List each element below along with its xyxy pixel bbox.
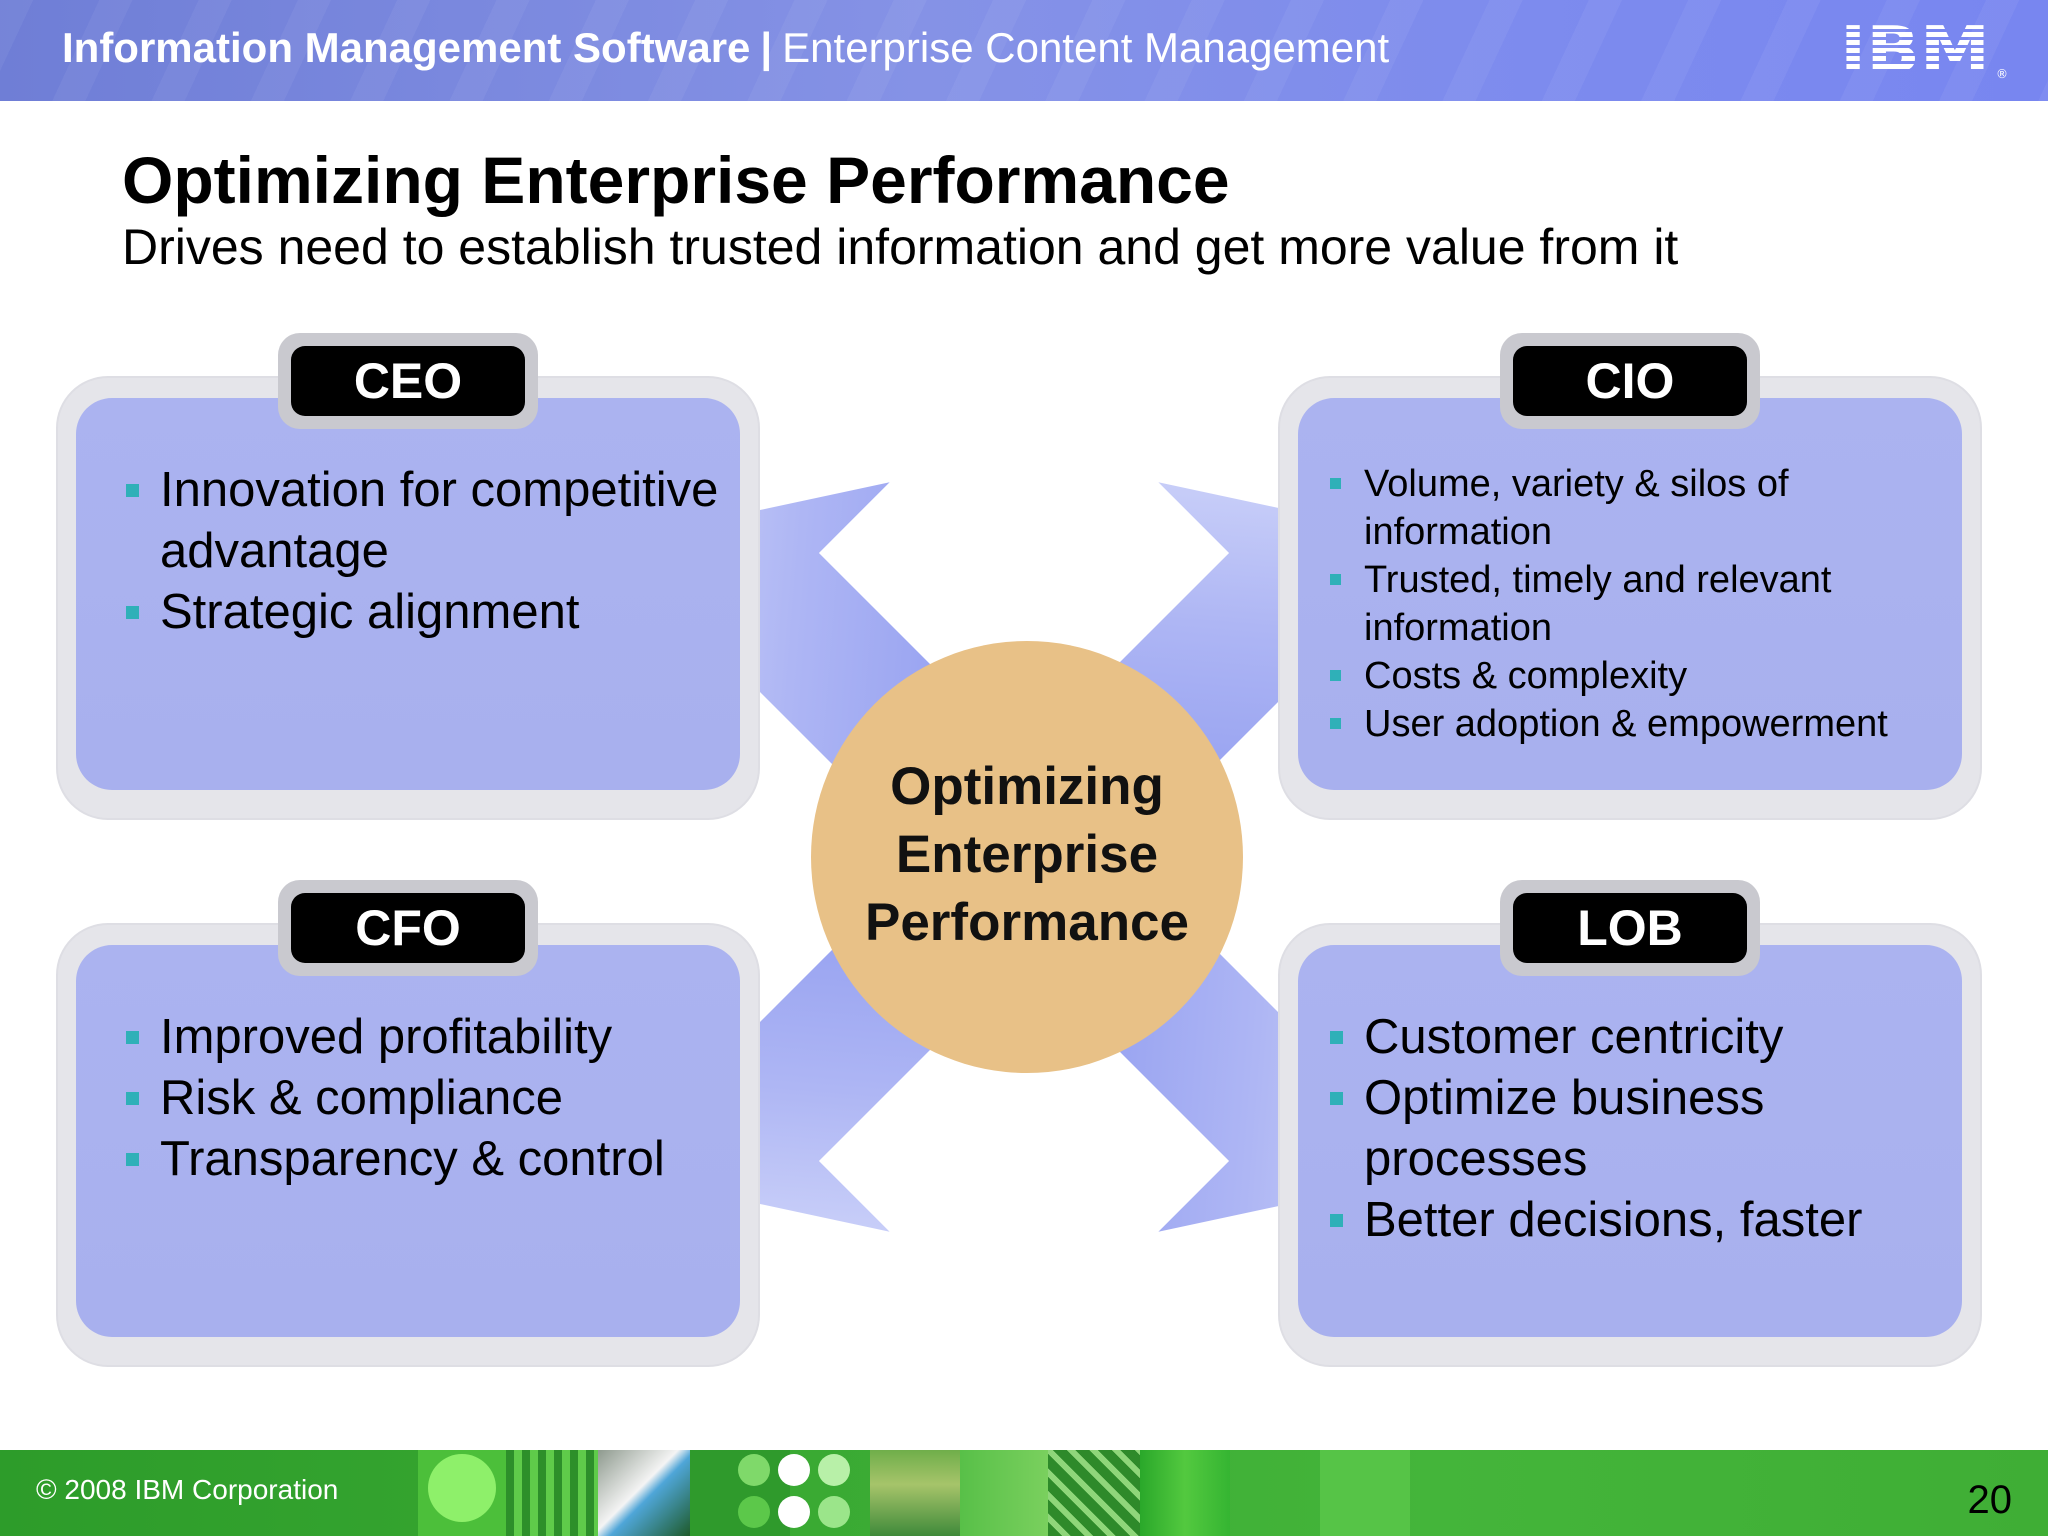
cio-item-4: User adoption & empowerment	[1364, 703, 1888, 745]
footer-image-strip	[1048, 1450, 1140, 1536]
cio-item-2: Trusted, timely and relevant information	[1364, 559, 1832, 649]
bullet-square-icon	[1330, 1214, 1343, 1227]
hub-line-2: Enterprise	[895, 825, 1159, 884]
header-section: Enterprise Content Management	[782, 24, 1390, 71]
list-item: Innovation for competitive advantage	[126, 460, 726, 582]
lob-bullet-list: Customer centricity Optimize business pr…	[1330, 1007, 1950, 1251]
lob-panel-body: Customer centricity Optimize business pr…	[1298, 945, 1962, 1337]
page-title: Optimizing Enterprise Performance	[122, 143, 1230, 217]
cfo-panel: Improved profitability Risk & compliance…	[58, 925, 758, 1365]
ceo-panel-body: Innovation for competitive advantage Str…	[76, 398, 740, 790]
lob-item-2: Optimize business processes	[1364, 1071, 1765, 1186]
lob-item-3: Better decisions, faster	[1364, 1193, 1863, 1247]
bullet-square-icon	[1330, 574, 1341, 585]
cio-label: CIO	[1513, 346, 1747, 416]
bullet-square-icon	[126, 1153, 139, 1166]
header-title: Information Management Software|Enterpri…	[62, 24, 1389, 72]
ceo-item-1: Innovation for competitive advantage	[160, 463, 719, 578]
footer-image-strip	[1140, 1450, 1230, 1536]
list-item: Optimize business processes	[1330, 1068, 1950, 1190]
hub-line-1: Optimizing	[890, 757, 1164, 816]
list-item: Improved profitability	[126, 1007, 726, 1068]
cio-bullet-list: Volume, variety & silos of information T…	[1330, 460, 1950, 748]
bullet-square-icon	[1330, 1031, 1343, 1044]
list-item: Trusted, timely and relevant information	[1330, 556, 1950, 652]
footer-image-strip	[598, 1450, 690, 1536]
lob-label: LOB	[1513, 893, 1747, 963]
list-item: Costs & complexity	[1330, 652, 1950, 700]
bullet-square-icon	[126, 606, 139, 619]
cio-panel-body: Volume, variety & silos of information T…	[1298, 398, 1962, 790]
bullet-square-icon	[1330, 670, 1341, 681]
header-product: Information Management Software	[62, 24, 751, 71]
footer-copyright: © 2008 IBM Corporation	[36, 1474, 339, 1505]
bullet-square-icon	[1330, 1092, 1343, 1105]
bullet-square-icon	[126, 484, 139, 497]
list-item: User adoption & empowerment	[1330, 700, 1950, 748]
cfo-tab: CFO	[278, 880, 538, 976]
bullet-square-icon	[126, 1031, 139, 1044]
cfo-item-1: Improved profitability	[160, 1010, 613, 1064]
lob-panel: Customer centricity Optimize business pr…	[1280, 925, 1980, 1365]
ibm-logo: IBM ®	[1840, 16, 2008, 82]
lob-item-1: Customer centricity	[1364, 1010, 1784, 1064]
cio-tab: CIO	[1500, 333, 1760, 429]
ceo-panel: Innovation for competitive advantage Str…	[58, 378, 758, 818]
bullet-square-icon	[1330, 718, 1341, 729]
cfo-bullet-list: Improved profitability Risk & compliance…	[126, 1007, 726, 1190]
bullet-square-icon	[1330, 478, 1341, 489]
ceo-bullet-list: Innovation for competitive advantage Str…	[126, 460, 726, 643]
ceo-label: CEO	[291, 346, 525, 416]
list-item: Volume, variety & silos of information	[1330, 460, 1950, 556]
list-item: Transparency & control	[126, 1129, 726, 1190]
list-item: Risk & compliance	[126, 1068, 726, 1129]
ibm-logo-text: IBM	[1840, 16, 1990, 82]
list-item: Better decisions, faster	[1330, 1190, 1950, 1251]
cfo-label: CFO	[291, 893, 525, 963]
performance-diagram: Innovation for competitive advantage Str…	[58, 333, 1980, 1365]
footer-image-strip	[506, 1450, 598, 1536]
page-subtitle: Drives need to establish trusted informa…	[122, 219, 1679, 275]
list-item: Customer centricity	[1330, 1007, 1950, 1068]
hub-line-3: Performance	[864, 893, 1190, 952]
hub-circle: Optimizing Enterprise Performance	[811, 641, 1243, 1073]
cio-item-3: Costs & complexity	[1364, 655, 1688, 697]
lob-tab: LOB	[1500, 880, 1760, 976]
ceo-item-2: Strategic alignment	[160, 585, 580, 639]
green-dot-icon	[428, 1454, 496, 1522]
cfo-panel-body: Improved profitability Risk & compliance…	[76, 945, 740, 1337]
header-separator: |	[760, 24, 773, 71]
svg-text:®: ®	[1996, 67, 2008, 81]
footer-image-strip	[870, 1450, 960, 1536]
cfo-item-3: Transparency & control	[160, 1132, 665, 1186]
hub-label: Optimizing Enterprise Performance	[811, 753, 1243, 957]
footer-image-strip	[1320, 1450, 1410, 1536]
ceo-tab: CEO	[278, 333, 538, 429]
header-bar: Information Management Software|Enterpri…	[0, 0, 2048, 101]
list-item: Strategic alignment	[126, 582, 726, 643]
cio-item-1: Volume, variety & silos of information	[1364, 463, 1789, 553]
cfo-item-2: Risk & compliance	[160, 1071, 564, 1125]
footer-image-strip	[960, 1450, 1048, 1536]
page-number: 20	[1967, 1478, 2013, 1522]
footer-circles-icon	[738, 1454, 850, 1528]
bullet-square-icon	[126, 1092, 139, 1105]
footer-bar: © 2008 IBM Corporation 20	[0, 1450, 2048, 1536]
cio-panel: Volume, variety & silos of information T…	[1280, 378, 1980, 818]
